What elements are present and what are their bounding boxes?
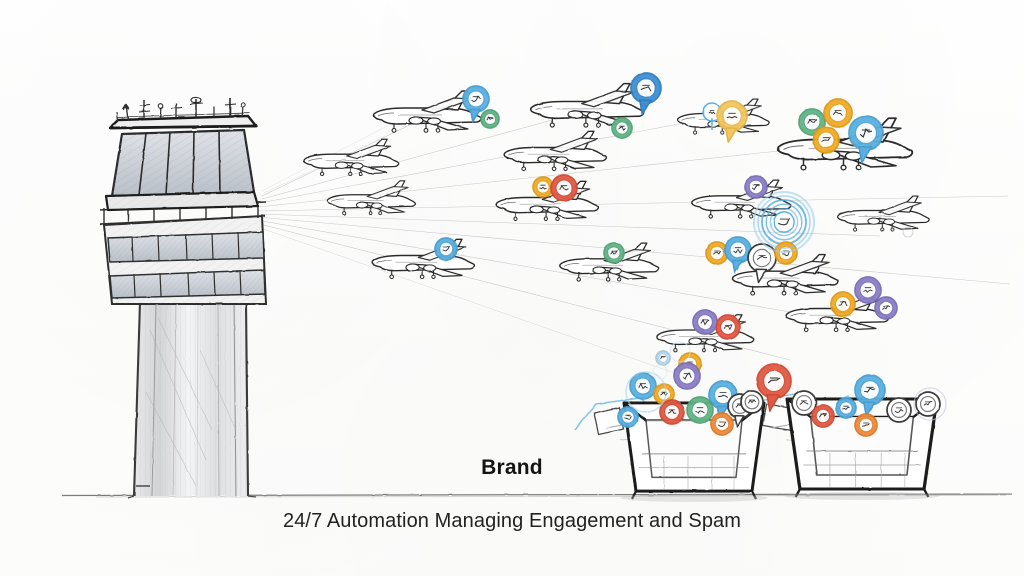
airplane bbox=[503, 130, 608, 172]
airplane bbox=[837, 195, 930, 232]
icon-bubble bbox=[434, 237, 458, 261]
airplane bbox=[691, 179, 792, 219]
tower-lower-deck bbox=[99, 201, 268, 305]
icon-bubble bbox=[761, 199, 807, 245]
icon-bubble bbox=[702, 102, 722, 130]
icon-bubble bbox=[830, 291, 856, 317]
icon-bubble bbox=[480, 109, 500, 129]
icon-bubble bbox=[854, 374, 886, 417]
icon-bubble bbox=[756, 363, 792, 412]
tower-antennas bbox=[116, 96, 251, 122]
tower-cab bbox=[104, 114, 260, 212]
tower-shaft bbox=[127, 299, 257, 499]
icon-bubble bbox=[532, 176, 554, 198]
icon-bubble bbox=[854, 413, 878, 437]
signal-beams bbox=[254, 95, 1011, 383]
icon-bubble bbox=[740, 390, 764, 414]
icon-bubble bbox=[617, 406, 639, 428]
icon-bubble bbox=[724, 236, 752, 274]
icon-bubble bbox=[611, 117, 633, 139]
icon-bubble bbox=[886, 397, 912, 423]
icon-bubble bbox=[603, 242, 625, 264]
icon-bubble bbox=[692, 309, 718, 335]
icon-bubble bbox=[812, 126, 840, 154]
airplane bbox=[326, 180, 417, 216]
icon-bubble bbox=[791, 390, 817, 416]
ripple-accents bbox=[625, 191, 947, 421]
icon-bubble bbox=[915, 391, 941, 417]
icon-bubble bbox=[462, 85, 490, 123]
icon-bubble bbox=[848, 115, 884, 164]
icon-bubble bbox=[835, 397, 857, 419]
icon-bubble bbox=[550, 174, 578, 202]
brand-title: Brand bbox=[481, 456, 543, 479]
icon-bubble bbox=[686, 396, 714, 424]
icon-bubble bbox=[673, 362, 701, 390]
caption-text: 24/7 Automation Managing Engagement and … bbox=[282, 510, 742, 532]
icon-bubbles-layer bbox=[434, 72, 941, 437]
control-tower bbox=[99, 96, 268, 499]
bin-shadows bbox=[620, 492, 940, 502]
icon-bubble bbox=[715, 314, 741, 340]
icon-bubble bbox=[630, 72, 662, 115]
icon-bubble bbox=[854, 276, 882, 304]
icon-bubble bbox=[710, 412, 734, 436]
icon-bubble bbox=[811, 404, 835, 428]
icon-bubble bbox=[874, 296, 898, 320]
icon-bubble bbox=[823, 98, 853, 128]
icon-bubble bbox=[716, 100, 748, 143]
icon-bubble bbox=[659, 399, 685, 425]
icon-bubble bbox=[655, 350, 671, 366]
icon-bubble bbox=[744, 175, 768, 199]
